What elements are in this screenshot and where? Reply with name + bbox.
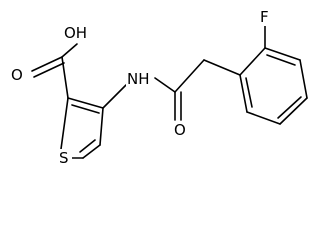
bond-c2-c3-b [71, 104, 100, 114]
bond-ch2-aryl [203, 59, 241, 76]
sulfur-label: S [59, 149, 69, 167]
bonds [31, 23, 308, 159]
bond-c3-nh [102, 84, 127, 109]
hydroxyl-label-bg [63, 24, 87, 42]
hydroxyl-label: OH [64, 24, 87, 42]
molecule-structure: OH O NH O S F [9, 8, 308, 167]
bond-c-oh [61, 43, 78, 58]
fluorine-label-bg [258, 8, 272, 26]
bond-b2-b3-b [266, 54, 296, 66]
amide-nh-label-bg [126, 70, 154, 88]
amide-oxygen-label-bg [172, 121, 188, 139]
amide-oxygen-label: O [174, 121, 186, 139]
sulfur-label-bg [57, 149, 72, 167]
bond-b4-b5-b [277, 96, 302, 119]
bond-c3-c4 [99, 107, 104, 146]
acid-oxygen-label-bg [9, 66, 25, 84]
bond-nh-co [154, 77, 176, 93]
bond-b3-b4 [299, 59, 308, 99]
bond-co-ch2 [174, 59, 205, 93]
bond-c4-c5-a [82, 144, 101, 159]
bond-b4-b5-a [279, 97, 308, 125]
fluorine-label: F [260, 8, 269, 26]
bond-c4-c5-b [79, 139, 96, 153]
bond-b1-b2 [239, 47, 266, 76]
bond-b6-b1-b [245, 77, 253, 108]
atom-labels: OH O NH O S F [9, 8, 272, 167]
bond-b5-b6 [246, 111, 281, 125]
bond-b6-b1-a [239, 74, 248, 113]
bond-acid-ring [61, 56, 69, 99]
bond-c-o-double-a [31, 56, 63, 72]
acid-oxygen-label: O [11, 66, 23, 84]
amide-nh-label: NH [127, 70, 150, 88]
bond-s-c2 [60, 97, 69, 150]
bond-b2-b3-a [264, 47, 301, 61]
bond-c2-c3-a [67, 97, 104, 109]
bond-c-o-double-b [33, 62, 65, 78]
